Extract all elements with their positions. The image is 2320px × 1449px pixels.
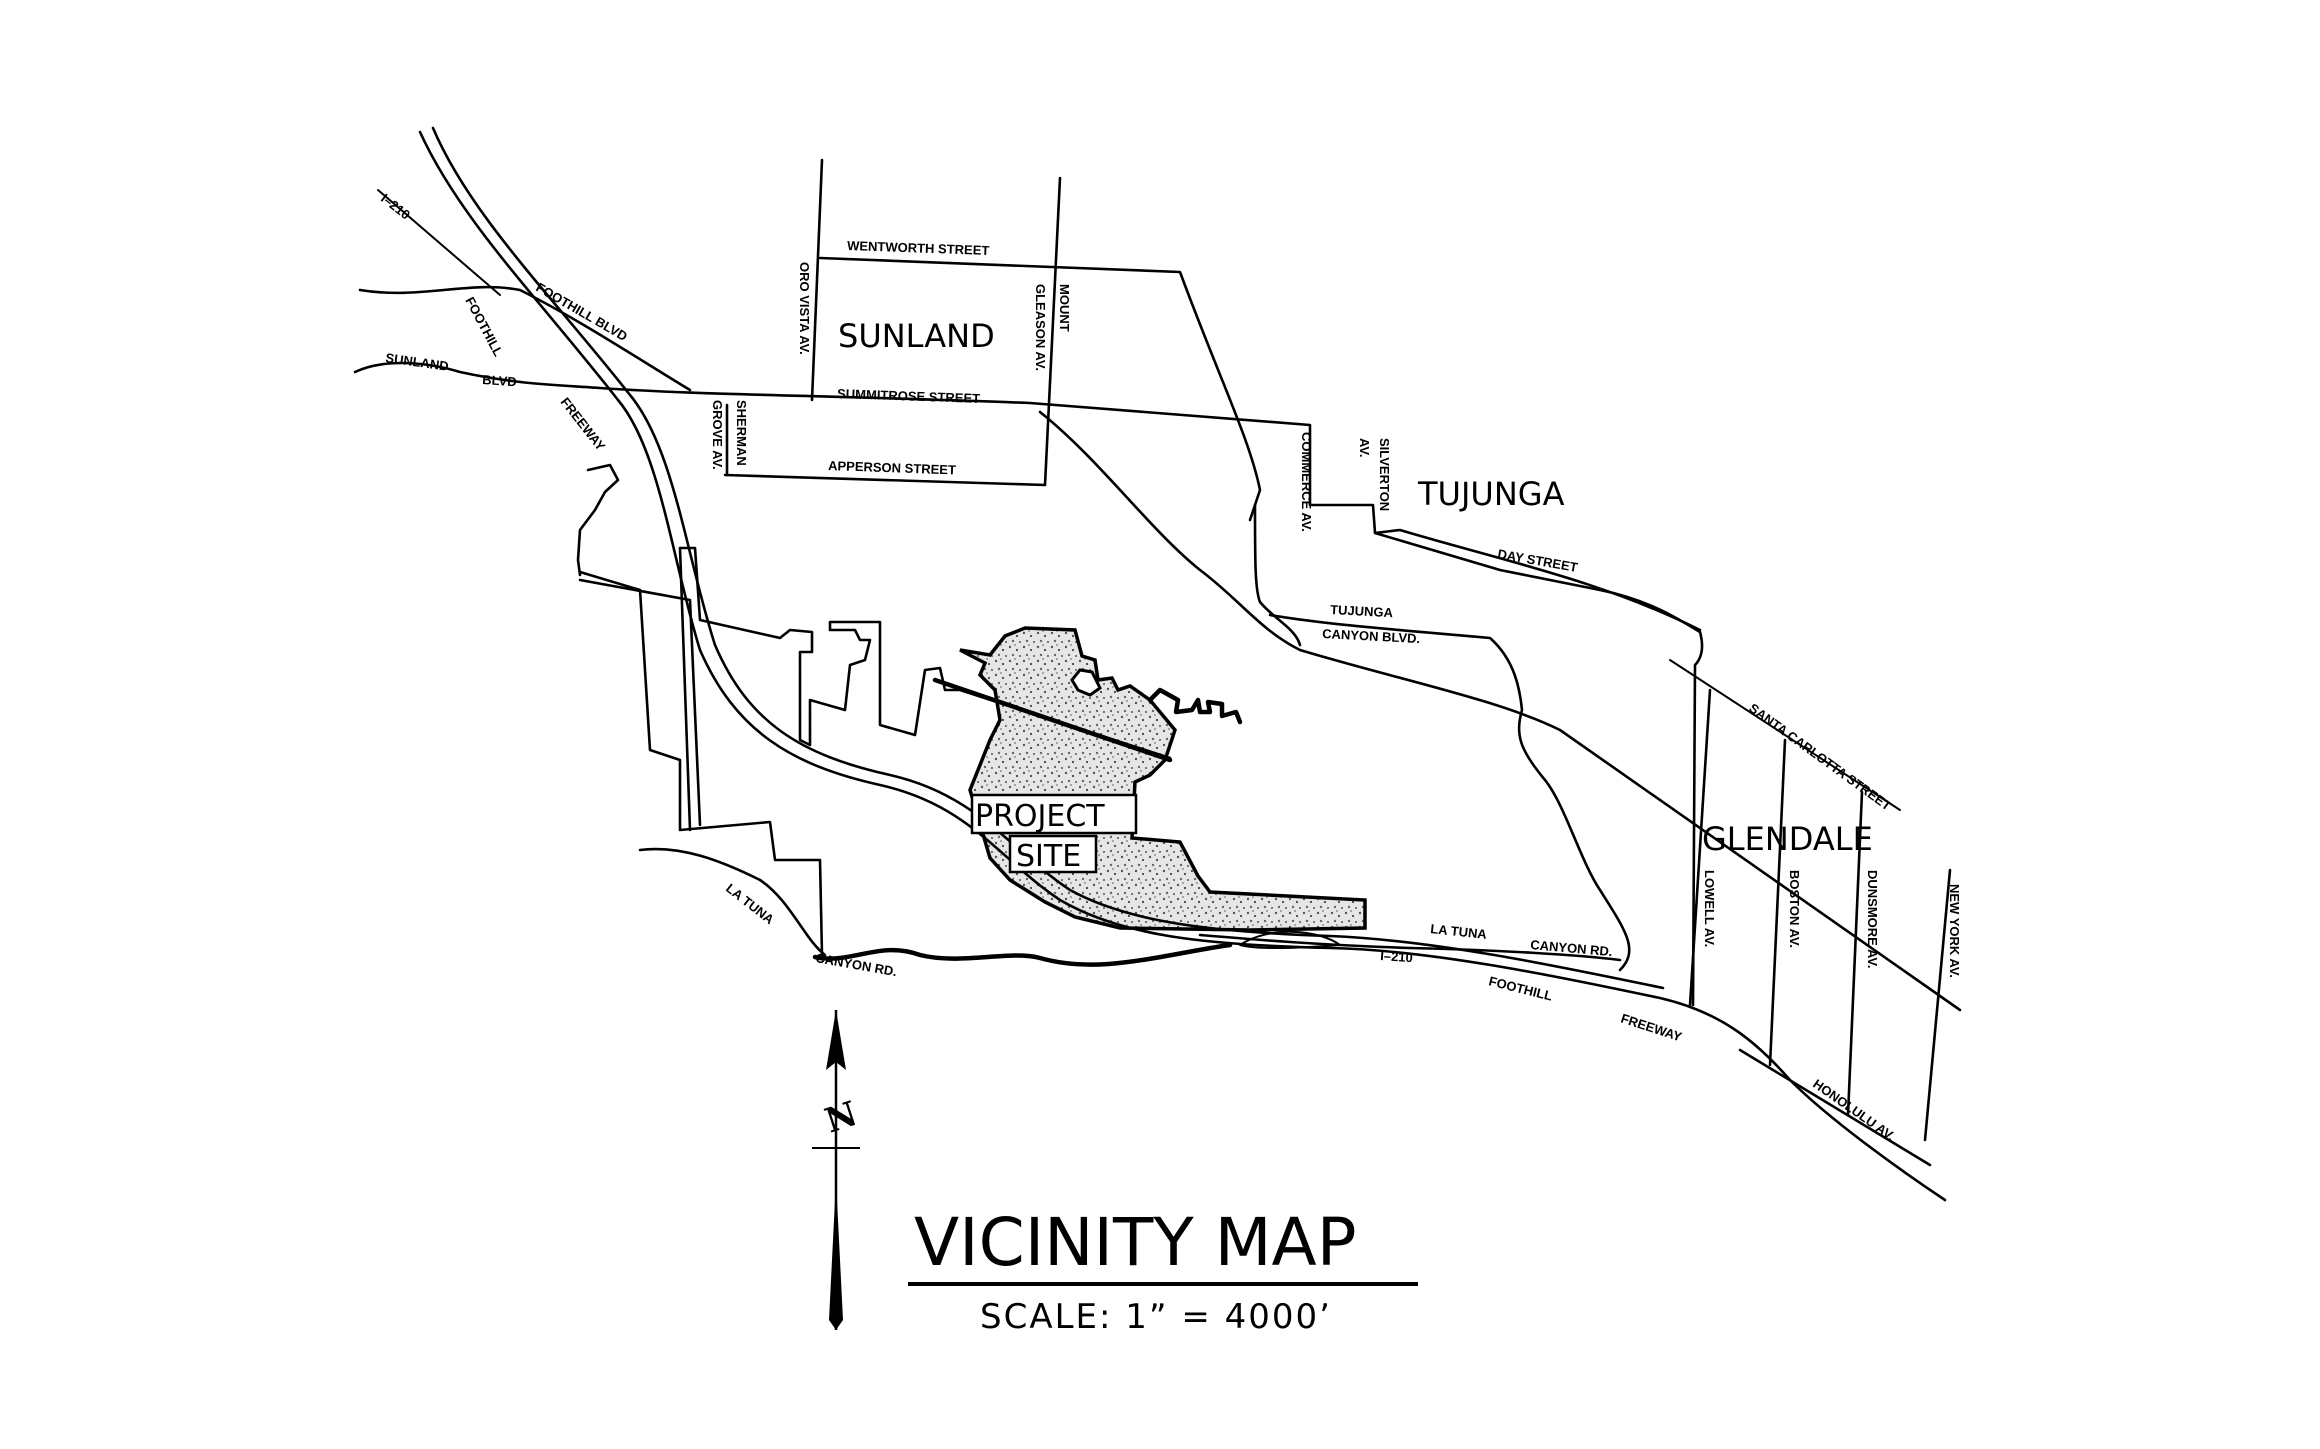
label-silverton: SILVERTON [1377,438,1392,511]
label-mount: MOUNT [1057,284,1072,332]
label-summitrose: SUMMITROSE STREET [837,386,981,406]
label-i210-south: I–210 [1380,948,1414,965]
la-tuna-canyon-west-road [638,847,827,957]
label-grove: GROVE AV. [710,400,725,470]
project-site-east-edge [1147,687,1243,725]
label-canyon-blvd: CANYON BLVD. [1322,626,1421,646]
label-boston: BOSTON AV. [1787,870,1802,948]
label-foothill-1: FOOTHILL [462,294,506,358]
label-canyon-rd-east: CANYON RD. [1530,937,1613,959]
label-wentworth: WENTWORTH STREET [847,238,990,258]
diagonal-canyon-road [932,677,1173,763]
label-sunland-1: SUNLAND [385,350,450,374]
west-inner-road-b [678,546,692,832]
dunsmore-av-road [1846,790,1864,1117]
label-new-york: NEW YORK AV. [1947,884,1962,978]
label-apperson: APPERSON STREET [828,458,956,477]
tujunga-canyon-blvd-road [1268,613,1631,972]
mount-gleason-road [1043,176,1062,487]
site-label-box [1008,834,1098,874]
foothill-blvd-road [358,285,692,392]
label-i210-north: I–210 [378,191,413,223]
label-silverton-av: AV. [1357,438,1372,458]
west-frontage-road [578,570,824,957]
label-lowell: LOWELL AV. [1702,870,1717,947]
day-street-road [1373,531,1704,1007]
label-tujunga-1: TUJUNGA [1330,602,1394,620]
apperson-street-road [723,473,1047,487]
label-santa-carlotta: SANTA CARLOTTA STREET [1746,700,1894,813]
label-freeway-2: FREEWAY [1619,1011,1684,1045]
label-blvd-1: BLVD [482,372,517,389]
la-tuna-canyon-east-road [1198,933,1622,962]
label-gleason: GLEASON AV. [1033,284,1048,371]
map-title: VICINITY MAP [914,1204,1357,1281]
label-la-tuna-east: LA TUNA [1430,921,1488,942]
honolulu-av-road [1738,1048,1932,1167]
la-tuna-bold-loop [1239,930,1341,950]
foothill-freeway-east-line [431,126,1665,990]
project-label-box [970,793,1138,835]
project-site-notch [1070,668,1102,697]
glendale-diagonal-road [1298,648,1962,1012]
la-tuna-bold-line [812,942,1233,967]
west-frontage-road-2 [578,578,702,827]
west-inner-road [678,546,1172,760]
sunland-blvd-road [353,361,1702,632]
label-oro-vista: ORO VISTA AV. [797,262,812,355]
commerce-av-road [1253,503,1302,647]
label-dunsmore: DUNSMORE AV. [1865,870,1880,968]
label-foothill-2: FOOTHILL [1487,973,1554,1003]
oro-vista-road [810,158,824,402]
north-arrow-letter: N [820,1094,862,1142]
lowell-av-road [1688,688,1712,1007]
foothill-freeway-west-line [418,130,1947,1202]
area-label-tujunga: TUJUNGA [1417,475,1565,513]
label-freeway-1: FREEWAY [558,395,609,454]
new-york-av-road [1923,868,1952,1142]
santa-carlotta-road [1669,659,1901,811]
north-arrow: N [812,1010,862,1330]
label-commerce: COMMERCE AV. [1299,432,1314,532]
site-label-text: SITE [1016,839,1081,874]
project-site-area [959,626,1367,932]
map-scale: SCALE: 1” = 4000’ [980,1297,1332,1337]
project-label-text: PROJECT [975,799,1105,834]
tujunga-diagonal-road [1038,410,1302,652]
area-label-glendale: GLENDALE [1702,820,1873,858]
boston-av-road [1768,738,1787,1067]
area-label-sunland: SUNLAND [838,317,995,355]
west-boundary-road [576,463,620,577]
wentworth-street-road [818,256,1262,522]
i210-north-segment [377,189,501,296]
label-sherman: SHERMAN [734,400,749,466]
